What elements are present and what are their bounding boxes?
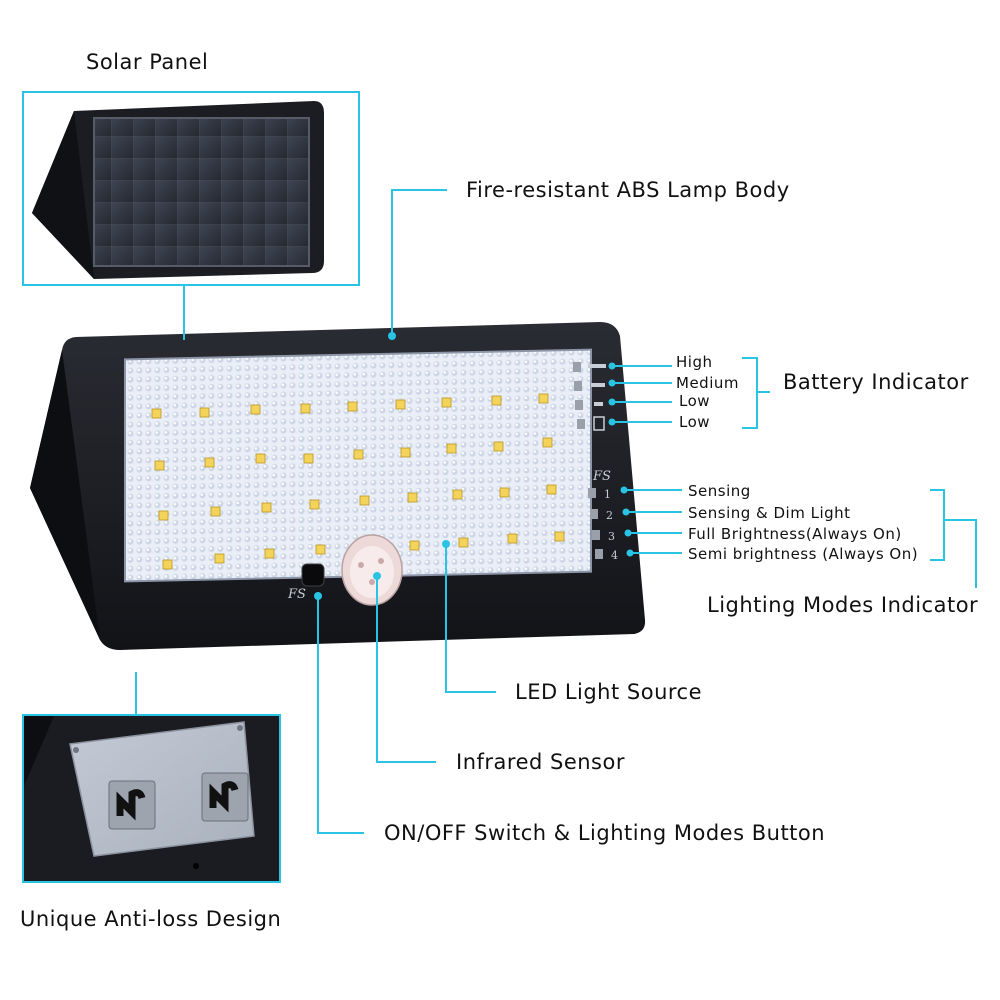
mode-sensing-dim-label: Sensing & Dim Light xyxy=(688,504,851,522)
mode-indicator-chips xyxy=(588,488,603,559)
lighting-modes-indicator-label: Lighting Modes Indicator xyxy=(707,593,979,617)
battery-low-label: Low xyxy=(679,392,711,410)
battery-indicator-chips xyxy=(573,362,606,431)
switch-label: ON/OFF Switch & Lighting Modes Button xyxy=(384,821,826,845)
solar-panel-label: Solar Panel xyxy=(86,50,209,74)
solar-panel-image xyxy=(32,101,324,279)
lamp-body xyxy=(30,322,646,650)
led-array xyxy=(151,393,565,570)
mode-number-2: 2 xyxy=(606,509,613,522)
leader-lines xyxy=(135,189,977,834)
led-source-label: LED Light Source xyxy=(515,680,703,704)
battery-empty-label: Low xyxy=(679,413,711,431)
solar-panel-inset xyxy=(22,91,360,286)
leader-dots xyxy=(314,332,634,600)
lamp-body-label: Fire-resistant ABS Lamp Body xyxy=(466,178,790,202)
brand-mark-top: FS xyxy=(592,469,611,484)
battery-high-label: High xyxy=(676,353,713,371)
infrared-sensor-label: Infrared Sensor xyxy=(456,750,625,774)
mode-number-4: 4 xyxy=(611,549,618,562)
mode-sensing-label: Sensing xyxy=(688,482,751,500)
onoff-switch-button xyxy=(301,563,325,587)
mode-semi-brightness-label: Semi brightness (Always On) xyxy=(688,545,919,563)
anti-loss-inset xyxy=(22,714,281,883)
anti-loss-label: Unique Anti-loss Design xyxy=(20,907,282,931)
mode-number-3: 3 xyxy=(608,530,615,543)
mode-full-brightness-label: Full Brightness(Always On) xyxy=(688,525,902,543)
battery-medium-label: Medium xyxy=(676,374,739,392)
anti-loss-image xyxy=(24,716,279,881)
brand-mark-bottom: FS xyxy=(287,587,306,602)
mode-number-1: 1 xyxy=(604,488,611,501)
infrared-sensor xyxy=(341,534,403,606)
battery-indicator-label: Battery Indicator xyxy=(783,370,969,394)
